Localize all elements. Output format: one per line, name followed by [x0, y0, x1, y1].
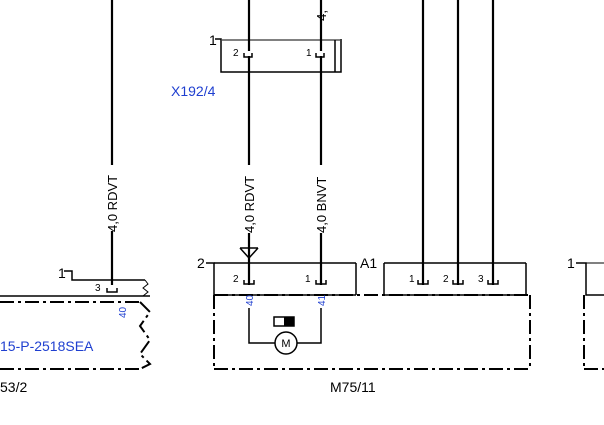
a1-pin-1: 1 — [409, 274, 429, 285]
connector-left: 1 3 40 — [0, 265, 150, 318]
connector-x192-4: 1 2 1 X192/4 — [171, 32, 342, 99]
m75-11-pin-number-41: 41 — [317, 294, 328, 306]
connector-m75-11: 2 2 1 — [197, 255, 357, 296]
svg-text:4,0 RDVT: 4,0 RDVT — [105, 175, 120, 232]
ground-marker — [239, 247, 259, 259]
m75-11-pin-2: 2 — [233, 274, 255, 285]
connector-x192-4-index: 1 — [209, 32, 217, 48]
svg-text:1: 1 — [305, 274, 311, 285]
component-left-part: 15-P-2518SEA — [0, 338, 94, 354]
connector-right-index: 1 — [567, 255, 575, 271]
svg-text:1: 1 — [409, 274, 415, 285]
connector-m75-11-index: 2 — [197, 255, 205, 271]
svg-text:1: 1 — [306, 48, 312, 59]
connector-a1-name: A1 — [360, 255, 377, 271]
connector-right: 1 — [567, 255, 604, 370]
wire-label-mid-left: 4,0 RDVT — [240, 165, 258, 233]
component-left-ref: 53/2 — [0, 379, 27, 395]
svg-text:4,0 BNVT: 4,0 BNVT — [314, 177, 329, 233]
wire-label-mid-right: 4,0 BNVT — [312, 165, 330, 233]
motor-symbol: M — [274, 331, 298, 355]
svg-text:2: 2 — [443, 274, 449, 285]
m75-11-pin-1: 1 — [305, 274, 327, 285]
svg-text:3: 3 — [478, 274, 484, 285]
svg-text:40: 40 — [118, 306, 129, 318]
a1-pin-2: 2 — [443, 274, 464, 285]
motor-symbol-label: M — [281, 338, 290, 350]
switch-indicator-icon — [273, 316, 295, 327]
svg-text:2: 2 — [233, 274, 239, 285]
svg-text:3: 3 — [95, 283, 101, 294]
m75-11-pin-number-40: 40 — [245, 294, 256, 306]
component-left: 15-P-2518SEA 53/2 — [0, 301, 152, 395]
svg-text:2: 2 — [233, 48, 239, 59]
connector-x192-4-name: X192/4 — [171, 83, 216, 99]
connector-a1: A1 1 2 3 — [360, 255, 527, 296]
a1-pin-3: 3 — [478, 274, 499, 285]
wire-label-left: 4,0 RDVT — [103, 165, 121, 232]
component-m75-11-ref: M75/11 — [330, 379, 376, 395]
component-m75-11: 40 41 M M75/11 — [213, 294, 531, 395]
svg-text:4,0 RDVT: 4,0 RDVT — [242, 176, 257, 233]
connector-left-index: 1 — [58, 265, 66, 281]
